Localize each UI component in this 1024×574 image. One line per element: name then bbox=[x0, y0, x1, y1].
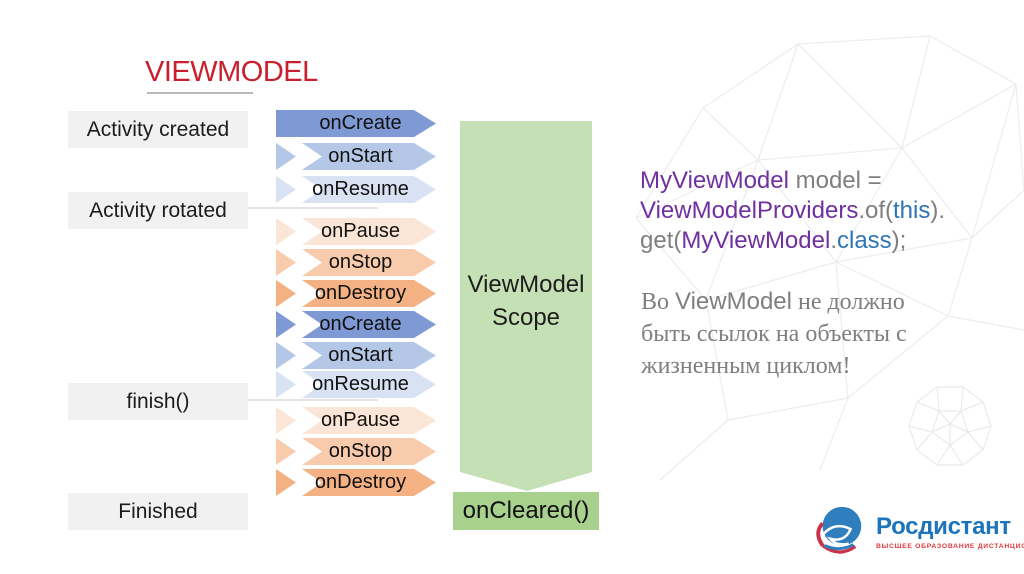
code-token: . bbox=[830, 227, 837, 254]
code-line: get(MyViewModel.class); bbox=[640, 226, 945, 256]
arrow-label: onStart bbox=[328, 344, 393, 366]
arrow-label: onPause bbox=[321, 409, 400, 431]
code-token: MyViewModel bbox=[640, 167, 789, 194]
state-box-finish: finish() bbox=[68, 383, 248, 420]
note-line: Во ViewModel не должно bbox=[641, 286, 907, 318]
code-snippet: MyViewModel model =ViewModelProviders.of… bbox=[640, 166, 945, 256]
lifecycle-arrow-onstop: onStop bbox=[276, 249, 437, 276]
note-segment: ViewModel bbox=[675, 288, 792, 315]
oncleared-box: onCleared() bbox=[453, 492, 599, 530]
lifecycle-arrow-oncreate: onCreate bbox=[276, 311, 437, 338]
lifecycle-arrow-ondestroy: onDestroy bbox=[276, 469, 437, 496]
arrow-shape bbox=[276, 469, 436, 496]
code-token: ). bbox=[930, 197, 946, 224]
code-token: get( bbox=[640, 227, 682, 254]
arrow-label: onResume bbox=[312, 373, 409, 395]
arrow-shape bbox=[276, 342, 436, 369]
viewmodel-scope-label: ViewModel Scope bbox=[458, 268, 594, 334]
arrow-label: onDestroy bbox=[314, 471, 407, 493]
connector-line-finish bbox=[248, 399, 378, 401]
note-segment: не должно bbox=[791, 289, 905, 315]
arrow-shape bbox=[276, 280, 436, 307]
note-segment: Во bbox=[641, 289, 676, 315]
lifecycle-arrow-onpause: onPause bbox=[276, 218, 437, 245]
arrow-label: onPause bbox=[321, 220, 400, 242]
lifecycle-arrow-onstart: onStart bbox=[276, 143, 437, 170]
lifecycle-arrow-onresume: onResume bbox=[276, 371, 437, 398]
arrow-shape bbox=[276, 176, 436, 203]
arrow-shape bbox=[276, 143, 436, 170]
code-token: .of( bbox=[858, 197, 894, 224]
lifecycle-arrow-ondestroy: onDestroy bbox=[276, 280, 437, 307]
title-underline bbox=[147, 92, 253, 94]
code-token: model = bbox=[788, 167, 882, 194]
code-token: class bbox=[836, 227, 892, 254]
lifecycle-arrow-onpause: onPause bbox=[276, 407, 437, 434]
code-token: this bbox=[893, 197, 931, 224]
lifecycle-arrow-onresume: onResume bbox=[276, 176, 437, 203]
state-box-activity-created: Activity created bbox=[68, 111, 248, 148]
arrow-label: onCreate bbox=[319, 112, 402, 134]
lifecycle-arrow-oncreate: onCreate bbox=[276, 110, 437, 137]
note-line: быть ссылок на объекты с bbox=[641, 318, 907, 350]
code-token: ViewModelProviders bbox=[640, 197, 859, 224]
note-text: Во ViewModel не должно быть ссылок на объ… bbox=[641, 286, 907, 382]
arrow-shape bbox=[276, 110, 436, 137]
arrow-label: onStop bbox=[328, 251, 393, 273]
lifecycle-arrow-onstop: onStop bbox=[276, 438, 437, 465]
lifecycle-arrow-onstart: onStart bbox=[276, 342, 437, 369]
scope-label-line2: Scope bbox=[491, 304, 561, 331]
arrow-label: onCreate bbox=[319, 313, 402, 335]
arrow-label: onResume bbox=[312, 178, 409, 200]
arrow-label: onDestroy bbox=[314, 282, 407, 304]
arrow-shape bbox=[276, 371, 436, 398]
code-line: MyViewModel model = bbox=[640, 166, 945, 196]
note-segment: жизненным циклом! bbox=[641, 353, 851, 379]
arrow-shape bbox=[276, 218, 436, 245]
slide-title: VIEWMODEL bbox=[145, 56, 318, 88]
scope-label-line1: ViewModel bbox=[467, 271, 585, 298]
code-token: MyViewModel bbox=[681, 227, 831, 254]
arrow-shape bbox=[276, 249, 436, 276]
arrow-shape bbox=[276, 311, 436, 338]
note-line: жизненным циклом! bbox=[641, 350, 907, 382]
rosdistant-logo: Росдистант ВЫСШЕЕ ОБРАЗОВАНИЕ ДИСТАНЦИОН… bbox=[810, 502, 1024, 560]
arrow-label: onStart bbox=[328, 145, 393, 167]
rosdistant-logo-icon bbox=[816, 506, 862, 554]
state-box-finished: Finished bbox=[68, 493, 248, 530]
logo-tagline: ВЫСШЕЕ ОБРАЗОВАНИЕ ДИСТАНЦИОННО bbox=[876, 542, 1024, 550]
note-segment: быть ссылок на объекты с bbox=[641, 321, 907, 347]
arrow-label: onStop bbox=[328, 440, 393, 462]
state-box-activity-rotated: Activity rotated bbox=[68, 192, 248, 229]
code-token: ); bbox=[891, 227, 907, 254]
code-line: ViewModelProviders.of(this). bbox=[640, 196, 945, 226]
logo-name: Росдистант bbox=[876, 512, 1011, 540]
arrow-shape bbox=[276, 438, 436, 465]
connector-line-rotated bbox=[248, 207, 378, 209]
arrow-shape bbox=[276, 407, 436, 434]
viewmodel-scope-shape bbox=[458, 120, 594, 494]
